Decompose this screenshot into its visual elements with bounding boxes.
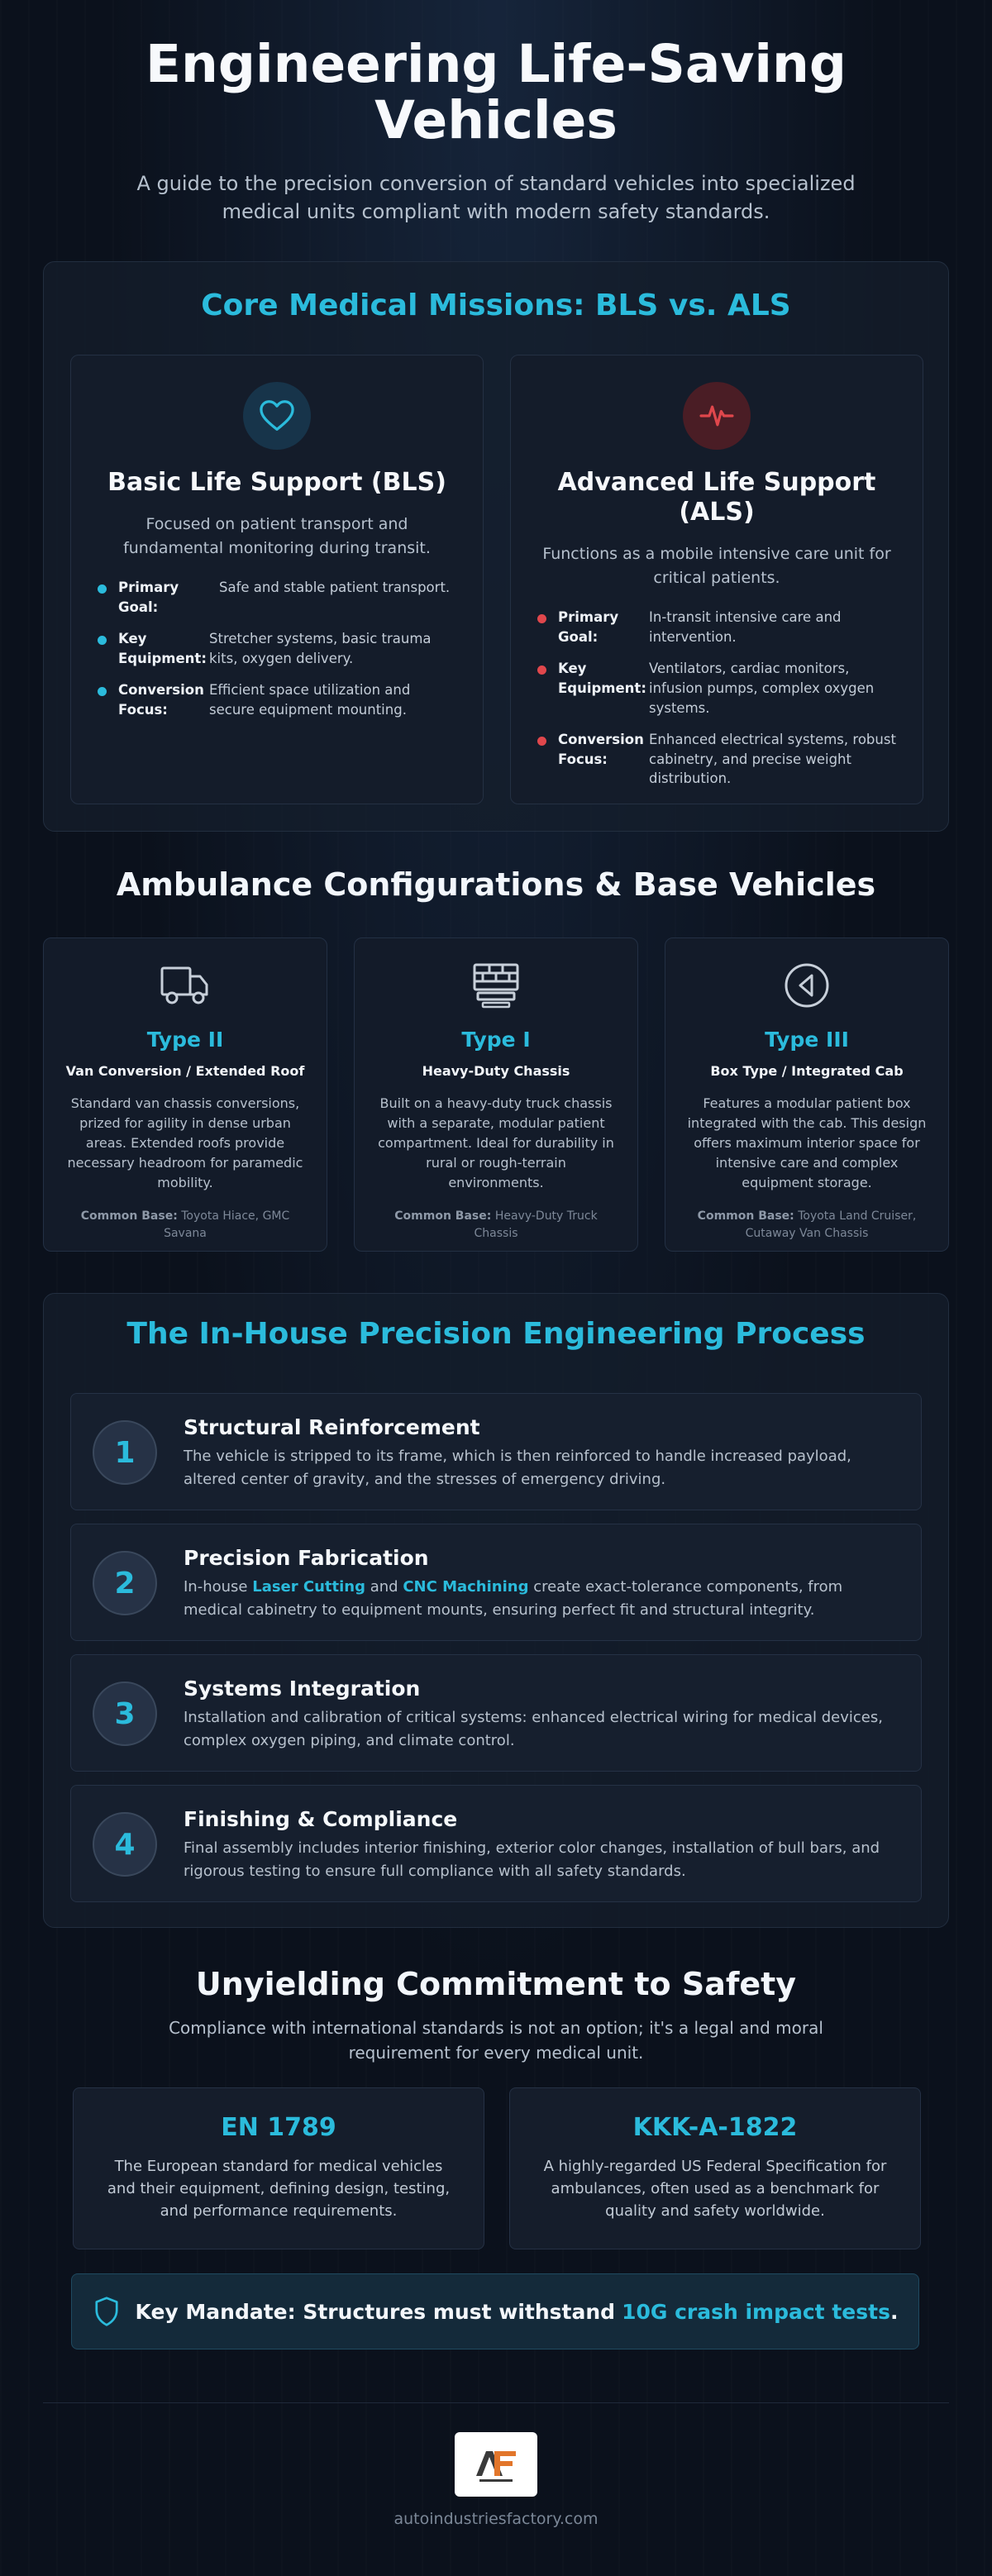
vehicle-base: Common Base: Toyota Land Cruiser, Cutawa… [697,1209,917,1240]
list-item: Key Equipment:Ventilators, cardiac monit… [537,659,896,718]
bls-title: Basic Life Support (BLS) [107,468,446,497]
truck-chassis-icon [473,963,519,1009]
list-item: Conversion Focus:Enhanced electrical sys… [537,730,896,789]
list-item: Conversion Focus:Efficient space utiliza… [98,680,456,720]
vehicle-card-type-iii: Type III Box Type / Integrated Cab Featu… [665,937,949,1252]
process-step-2: 2 Precision Fabrication In-house Laser C… [70,1524,922,1641]
step-title: Systems Integration [184,1677,421,1701]
bls-list: Primary Goal:Safe and stable patient tra… [98,578,456,720]
shield-icon [94,2297,118,2326]
vehicle-base: Common Base: Heavy-Duty Truck Chassis [394,1209,598,1240]
page-title: Engineering Life-Saving Vehicles [145,34,847,151]
standard-description: The European standard for medical vehicl… [107,2158,451,2220]
mandate-suffix: . [889,2299,899,2324]
step-number: 2 [93,1551,157,1615]
vehicle-description: Features a modular patient box integrate… [687,1095,927,1190]
vehicle-subtitle: Heavy-Duty Chassis [422,1063,570,1079]
mandate-highlight: 10G crash impact tests [622,2299,890,2324]
footer-url[interactable]: autoindustriesfactory.com [393,2510,599,2528]
key-mandate-banner: Key Mandate: Structures must withstand 1… [71,2273,919,2349]
standard-card-en1789: EN 1789 The European standard for medica… [73,2087,484,2249]
vehicle-card-type-ii: Type II Van Conversion / Extended Roof S… [43,937,327,1252]
list-item: Primary Goal:In-transit intensive care a… [537,608,896,647]
configurations-title: Ambulance Configurations & Base Vehicles [116,866,876,903]
process-panel: The In-House Precision Engineering Proce… [43,1293,949,1928]
bls-card: Basic Life Support (BLS) Focused on pati… [70,355,484,804]
standard-card-kkk: KKK-A-1822 A highly-regarded US Federal … [509,2087,921,2249]
process-step-1: 1 Structural Reinforcement The vehicle i… [70,1393,922,1510]
step-number: 1 [93,1420,157,1485]
missions-title: Core Medical Missions: BLS vs. ALS [201,289,791,322]
vehicle-subtitle: Van Conversion / Extended Roof [65,1063,305,1079]
pulse-icon [683,382,751,450]
step-number: 4 [93,1812,157,1877]
step-description: Final assembly includes interior finishi… [184,1839,880,1880]
step-title: Structural Reinforcement [184,1415,480,1439]
standard-name: EN 1789 [221,2113,336,2142]
als-card: Advanced Life Support (ALS) Functions as… [510,355,923,804]
process-title: The In-House Precision Engineering Proce… [126,1317,866,1351]
footer-divider [43,2402,949,2403]
hero: Engineering Life-Saving Vehicles A guide… [0,0,992,226]
vehicle-type: Type III [765,1028,849,1052]
list-item: Primary Goal:Safe and stable patient tra… [98,578,456,618]
page-subtitle: A guide to the precision conversion of s… [136,172,856,223]
step-description: Installation and calibration of critical… [184,1709,883,1749]
missions-panel: Core Medical Missions: BLS vs. ALS Basic… [43,261,949,832]
vehicle-base: Common Base: Toyota Hiace, GMC Savana [80,1209,290,1240]
safety-subtitle: Compliance with international standards … [169,2018,823,2063]
vehicle-type: Type II [146,1028,224,1052]
standard-description: A highly-regarded US Federal Specificati… [543,2158,887,2220]
vehicle-description: Built on a heavy-duty truck chassis with… [378,1095,614,1190]
vehicle-description: Standard van chassis conversions, prized… [67,1095,303,1190]
vehicle-card-type-i: Type I Heavy-Duty Chassis Built on a hea… [354,937,638,1252]
standard-name: KKK-A-1822 [632,2113,798,2142]
step-title: Precision Fabrication [184,1546,429,1570]
mandate-text: Key Mandate: Structures must withstand [135,2299,616,2324]
heart-icon [243,382,311,450]
van-icon [160,966,208,1004]
step-title: Finishing & Compliance [184,1807,458,1831]
list-item: Key Equipment:Stretcher systems, basic t… [98,629,456,669]
company-logo[interactable] [455,2432,537,2497]
vehicle-subtitle: Box Type / Integrated Cab [710,1063,904,1079]
process-step-3: 3 Systems Integration Installation and c… [70,1654,922,1772]
step-description: The vehicle is stripped to its frame, wh… [184,1448,851,1488]
als-title: Advanced Life Support (ALS) [557,468,876,527]
step-description: In-house Laser Cutting and CNC Machining… [184,1578,843,1619]
bls-description: Focused on patient transport and fundame… [123,515,431,557]
navigation-icon [785,963,829,1008]
safety-title: Unyielding Commitment to Safety [195,1966,797,2002]
vehicle-type: Type I [461,1028,531,1052]
process-step-4: 4 Finishing & Compliance Final assembly … [70,1785,922,1902]
als-description: Functions as a mobile intensive care uni… [542,545,891,587]
step-number: 3 [93,1682,157,1746]
als-list: Primary Goal:In-transit intensive care a… [537,608,896,789]
af-logo-mark [476,2451,516,2482]
